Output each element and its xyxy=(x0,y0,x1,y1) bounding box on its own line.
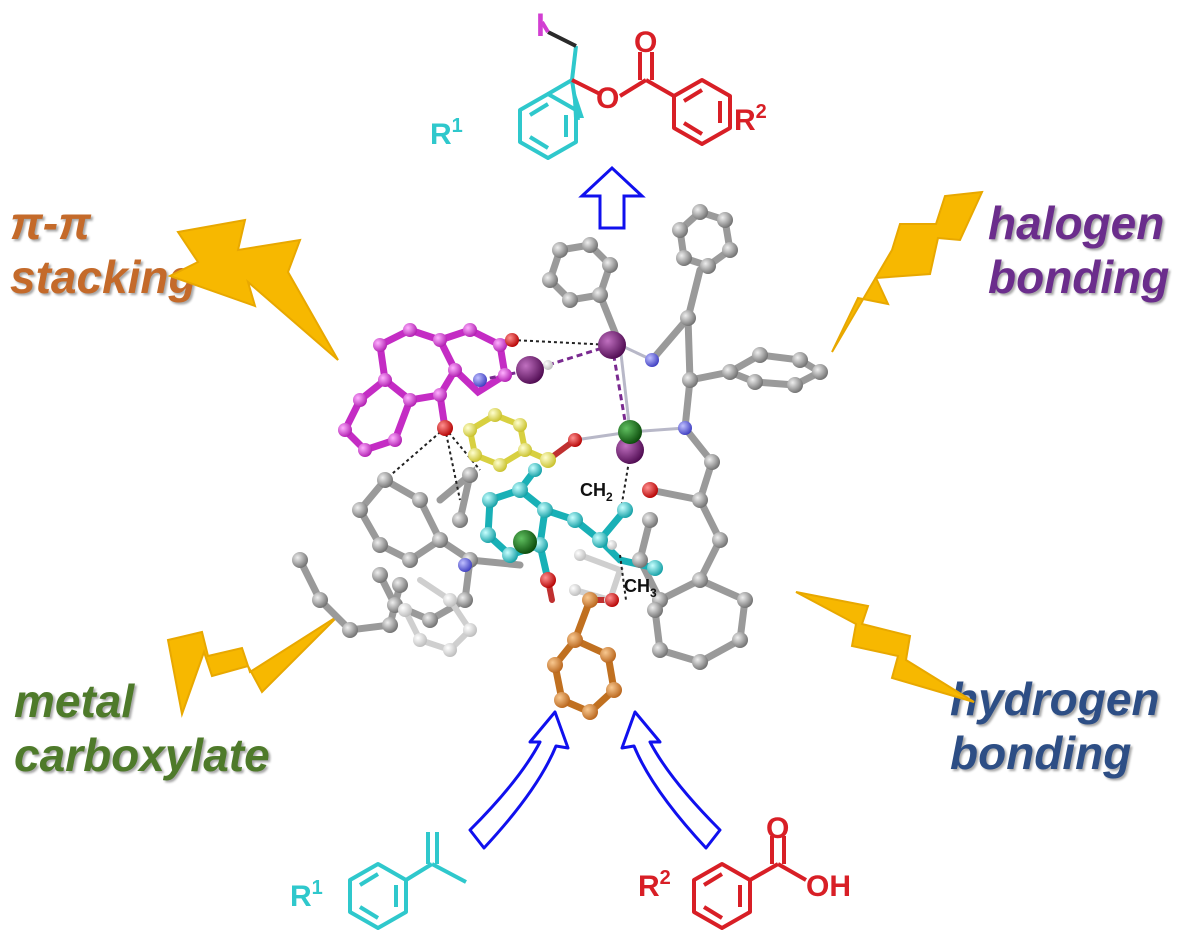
product-iodine: I xyxy=(536,7,545,43)
acid-r2: R2 xyxy=(638,867,671,903)
metal-carboxylate-line1: metal xyxy=(14,675,135,727)
product-ester-oxygen: O xyxy=(596,82,619,115)
ch2-label: CH2 xyxy=(580,480,613,504)
alkene-reactant: R1 xyxy=(290,832,467,930)
halogen-bonding-bolt-icon xyxy=(831,190,984,353)
product-benzoate xyxy=(618,52,732,146)
product-structure: I O O R1 R2 xyxy=(430,7,767,160)
acid-reactant: O OH R2 xyxy=(638,812,851,930)
hydrogen-bonding-line1: hydrogen xyxy=(950,673,1160,725)
up-arrow xyxy=(578,165,646,230)
pi-stacking-bolt-icon xyxy=(167,218,339,361)
molecular-model: CH2 CH3 xyxy=(292,204,828,720)
acid-hydroxyl: OH xyxy=(806,870,851,903)
product-carbonyl-oxygen: O xyxy=(634,26,657,59)
product-methyl-wedge xyxy=(572,82,584,118)
product-ci-bond xyxy=(540,20,550,34)
right-curved-arrow xyxy=(620,710,722,850)
halogen-bonding-label: halogen bonding xyxy=(988,196,1169,304)
ch3-label: CH3 xyxy=(624,576,657,600)
metal-carboxylate-bolt-icon xyxy=(166,615,339,718)
left-curved-arrow xyxy=(468,710,570,850)
pi-stacking-label: π-π stacking xyxy=(10,196,197,304)
acid-carbonyl-oxygen: O xyxy=(766,812,789,845)
bolts xyxy=(166,190,984,718)
product-ch2-bond xyxy=(547,30,577,48)
hydrogen-bonding-line2: bonding xyxy=(950,727,1132,779)
hydrogen-bonding-bolt-icon xyxy=(795,591,975,703)
halogen-bonding-line1: halogen xyxy=(988,197,1165,249)
metal-carboxylate-label: metal carboxylate xyxy=(14,674,270,782)
alkene-r1: R1 xyxy=(290,877,323,913)
product-r1: R1 xyxy=(430,115,463,151)
product-co-bond xyxy=(571,78,601,96)
product-r2: R2 xyxy=(734,101,767,137)
pi-stacking-line1: π-π xyxy=(10,197,91,249)
pi-stacking-line2: stacking xyxy=(10,251,197,303)
hydrogen-bonding-label: hydrogen bonding xyxy=(950,672,1160,780)
halogen-bonding-line2: bonding xyxy=(988,251,1170,303)
product-aryl-ring xyxy=(518,78,578,160)
metal-carboxylate-line2: carboxylate xyxy=(14,729,270,781)
